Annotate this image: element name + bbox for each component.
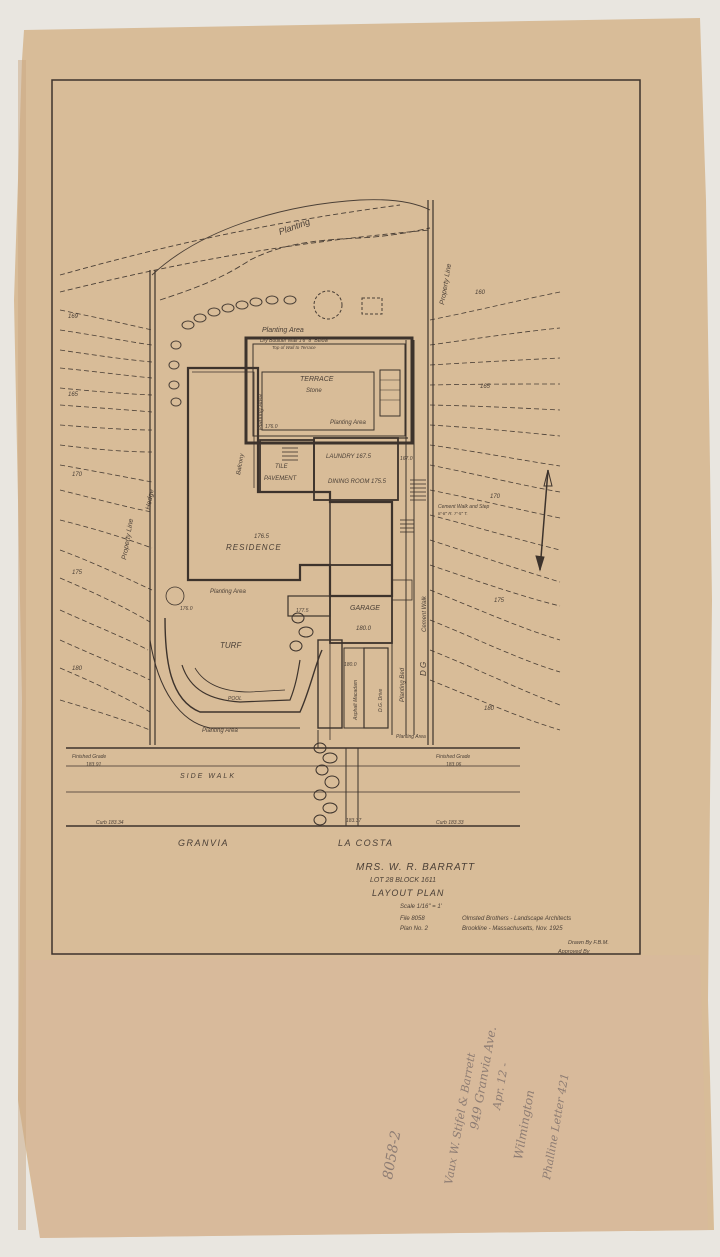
stairs (282, 439, 426, 533)
title-drawn-by: Drawn By F.B.M. (568, 940, 609, 946)
title-scale: Scale 1/16" = 1' (400, 904, 443, 910)
contour-160: 160 (475, 290, 486, 296)
contour-175-left: 175 (72, 570, 83, 576)
paper-background (14, 18, 714, 1238)
label-hedge: Hedge (145, 489, 155, 511)
label-turf: TURF (220, 641, 242, 650)
contour-180-right: 180 (484, 706, 495, 712)
label-grade-167-0: 167.0 (400, 456, 413, 462)
label-dining-room: DINING ROOM 175.5 (328, 479, 387, 485)
label-tile: TILE (275, 464, 289, 470)
label-dg-drive: D.G. Drive (378, 688, 384, 712)
north-arrow-icon (535, 469, 553, 572)
title-firm: Olmsted Brothers - Landscape Architects (462, 916, 571, 922)
label-dry-boulder-wall-note: Top of Wall to Terrace (272, 345, 316, 350)
title-approved-by: Approved By (557, 949, 591, 955)
label-pool: POOL (228, 696, 242, 702)
label-finished-grade-left-val: 183.91 (86, 762, 102, 768)
label-planting-bed: Planting Bed (400, 667, 406, 702)
label-cement-walk-steps2: 8'-8" R. 7'-5" T. (438, 511, 468, 516)
street-lines (66, 730, 520, 827)
label-curb-left: Curb 183.34 (96, 820, 124, 826)
label-laundry: LAUNDRY 167.5 (326, 454, 372, 460)
label-planting-area-bottom-right: Planting Area (396, 734, 426, 740)
label-asphalt-macadam: Asphalt Macadam (353, 680, 359, 721)
contour-170-left: 170 (72, 472, 83, 478)
label-planting-area-top: Planting Area (262, 327, 304, 334)
label-garage-elev: 180.0 (356, 626, 372, 632)
title-plan-title: LAYOUT PLAN (372, 888, 444, 898)
contour-165: 165 (480, 384, 491, 390)
contour-lines-right (429, 291, 561, 731)
street-names: GRANVIA LA COSTA (178, 838, 394, 848)
label-dry-boulder-wall: Dry Boulder Wall 1'6" 8" Below (260, 338, 328, 344)
label-finished-grade-right-val: 183.06 (446, 762, 462, 768)
label-grade-176-2: 176.0 (180, 606, 193, 612)
label-garage: GARAGE (350, 605, 380, 612)
label-residence: RESIDENCE (226, 543, 282, 552)
contour-180-left: 180 (72, 666, 83, 672)
label-residence-elev: 176.5 (254, 534, 270, 540)
title-plan-no: Plan No. 2 (400, 926, 429, 932)
label-curb-mid: 183.37 (346, 818, 362, 824)
title-file: File 8058 (400, 916, 425, 922)
label-finished-grade-right: Finished Grade (436, 754, 470, 760)
title-lot-block: LOT 28 BLOCK 1611 (370, 877, 436, 884)
property-lines (149, 200, 434, 745)
contour-170-right: 170 (490, 494, 501, 500)
label-d-g: D G (419, 662, 428, 676)
paper-fold-edge (18, 60, 26, 1230)
label-curb-right: Curb 183.33 (436, 820, 464, 826)
label-cement-walk-steps: Cement Walk and Step (438, 504, 490, 510)
label-balcony: Balcony (236, 452, 246, 475)
boulder-row (168, 290, 383, 407)
label-planting-area-left: Planting Area (258, 394, 264, 430)
paper-stain (20, 955, 708, 1238)
label-planting-area-mid: Planting Area (210, 589, 246, 595)
street-granvia: GRANVIA (178, 838, 229, 848)
label-finished-grade-left: Finished Grade (72, 754, 106, 760)
contour-lines-left (59, 309, 153, 731)
contour-169: 169 (68, 314, 79, 320)
label-terrace: TERRACE (300, 376, 334, 383)
title-block: MRS. W. R. BARRATT LOT 28 BLOCK 1611 LAY… (356, 862, 609, 955)
drawing-border (51, 79, 641, 955)
title-firm-location: Brookline - Massachusetts, Nov. 1925 (462, 926, 563, 932)
garden-area (149, 586, 389, 740)
contour-165-left: 165 (68, 392, 79, 398)
label-grade-177-5: 177.5 (296, 608, 309, 614)
contour-175-right: 175 (494, 598, 505, 604)
label-grade-180-0: 180.0 (344, 662, 357, 668)
label-stone: Stone (306, 388, 322, 394)
side-walks-right (391, 340, 415, 735)
planting-boundary-curves (59, 199, 431, 301)
street-la-costa: LA COSTA (338, 838, 394, 848)
label-pavement: PAVEMENT (264, 476, 298, 482)
label-grade-176-0: 176.0 (265, 424, 278, 430)
label-planting-area-terrace: Planting Area (330, 420, 366, 426)
terrace-walls (244, 336, 414, 445)
label-side-walk: SIDE WALK (180, 773, 236, 780)
title-client: MRS. W. R. BARRATT (356, 862, 475, 873)
label-cement-walk: Cement Walk (422, 595, 428, 632)
residence-outline (186, 366, 408, 644)
label-planting-area-bottom: Planting Area (202, 728, 238, 734)
contour-labels: 160 165 170 175 180 169 165 170 175 180 (68, 290, 505, 712)
